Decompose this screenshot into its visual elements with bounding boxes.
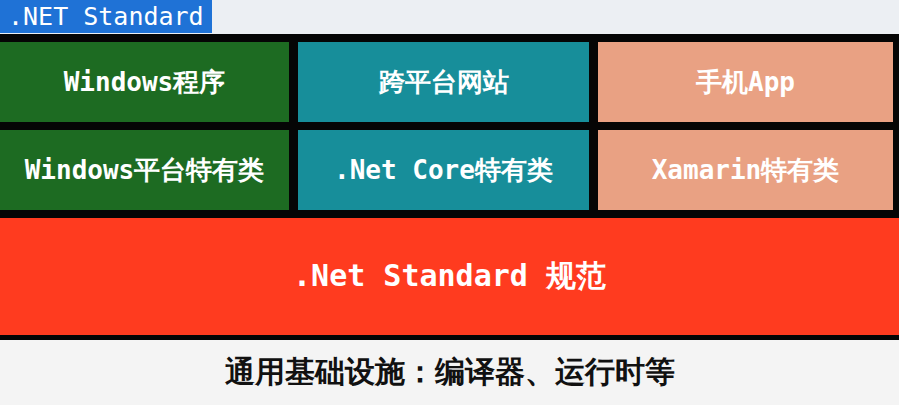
box-label: Windows程序	[64, 65, 226, 100]
app-box: Windows程序	[0, 42, 289, 122]
platform-box: Windows平台特有类	[0, 130, 289, 210]
slide-title: .NET Standard	[0, 0, 212, 33]
app-box: 跨平台网站	[298, 42, 589, 122]
app-box: 手机App	[598, 42, 893, 122]
bottom-ground	[0, 340, 899, 405]
platform-box: .Net Core特有类	[298, 130, 589, 210]
box-label: 跨平台网站	[379, 65, 509, 100]
box-label: 通用基础设施：编译器、运行时等	[225, 352, 675, 393]
box-label: .Net Standard 规范	[293, 256, 606, 297]
box-label: 手机App	[696, 65, 795, 100]
platform-box: Xamarin特有类	[598, 130, 893, 210]
box-label: Xamarin特有类	[652, 153, 840, 188]
standard-band: .Net Standard 规范	[0, 218, 899, 335]
box-label: .Net Core特有类	[334, 153, 553, 188]
box-label: Windows平台特有类	[25, 153, 265, 188]
infrastructure-band: 通用基础设施：编译器、运行时等	[0, 340, 899, 405]
black-frame	[0, 34, 899, 340]
